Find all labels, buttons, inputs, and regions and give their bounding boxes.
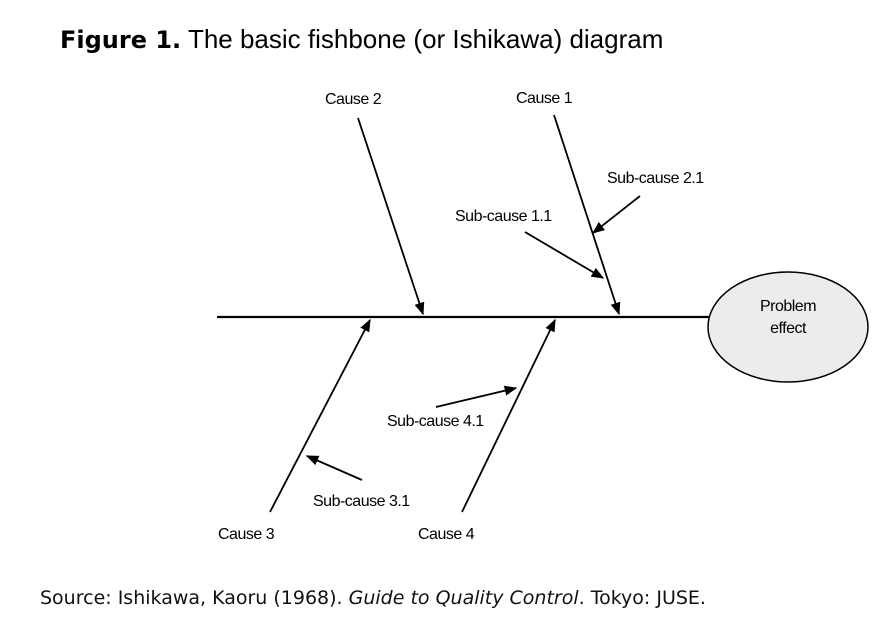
cause4-label: Cause 4 [418, 526, 475, 543]
cause3-bone [269, 318, 371, 513]
figure-title-text: The basic fishbone (or Ishikawa) diagram [187, 24, 664, 54]
subcause41-label: Sub-cause 4.1 [387, 413, 484, 430]
cause1-bone [553, 114, 621, 316]
figure-title: Figure 1. The basic fishbone (or Ishikaw… [60, 24, 663, 55]
cause3-label: Cause 3 [218, 526, 275, 543]
subcause21-label: Sub-cause 2.1 [607, 170, 704, 187]
source-citation: Source: Ishikawa, Kaoru (1968). Guide to… [40, 587, 706, 609]
effect-label-line2: effect [770, 320, 807, 337]
cause4-bone [461, 318, 556, 513]
source-book-title: Guide to Quality Control [348, 587, 579, 609]
figure-number: Figure 1. [60, 26, 182, 54]
cause2-label: Cause 2 [325, 91, 382, 108]
subcause11-label: Sub-cause 1.1 [455, 208, 552, 225]
cause1-label: Cause 1 [516, 90, 573, 107]
subcause11-arrow [524, 231, 605, 279]
problem-effect-head [707, 271, 869, 383]
subcause31-arrow [305, 455, 363, 481]
source-prefix: Source: Ishikawa, Kaoru (1968). [40, 587, 349, 609]
source-suffix: . Tokyo: JUSE. [578, 587, 706, 609]
effect-label-line1: Problem [760, 298, 816, 315]
subcause31-label: Sub-cause 3.1 [313, 493, 410, 510]
subcause21-arrow [592, 195, 641, 234]
subcause41-arrow [435, 385, 518, 408]
cause2-bone [357, 117, 425, 316]
